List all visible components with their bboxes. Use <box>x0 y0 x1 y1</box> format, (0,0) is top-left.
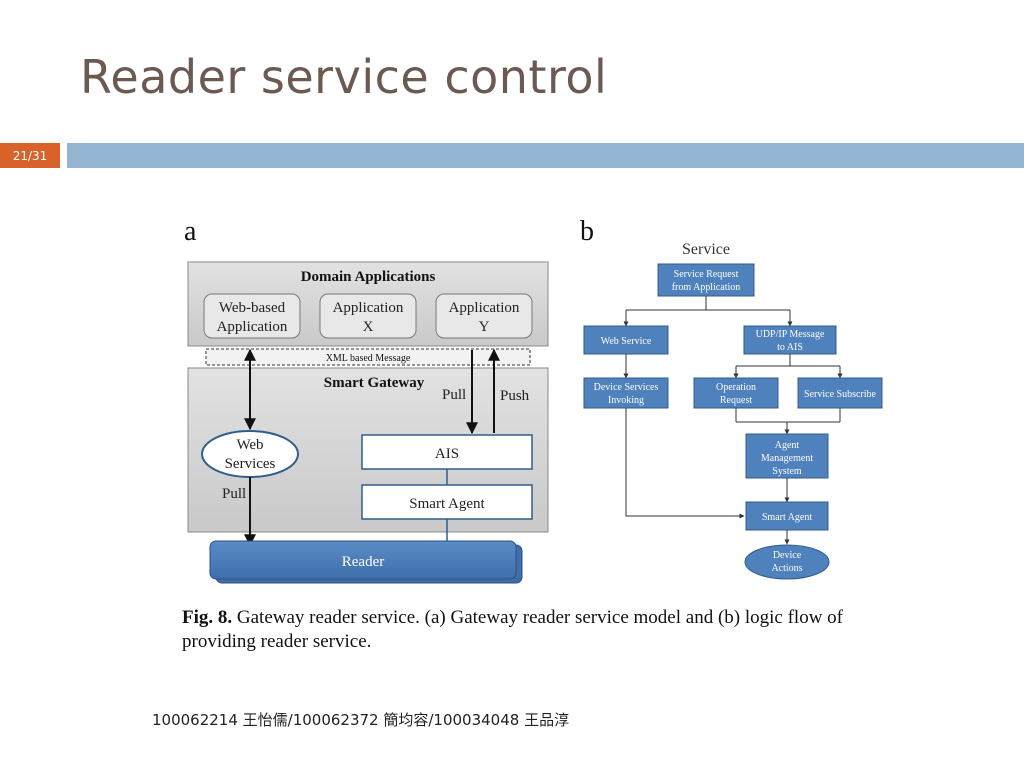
udp-message-line1: UDP/IP Message <box>756 329 825 340</box>
device-services-invoking-box <box>583 377 669 409</box>
figure-caption-text: Gateway reader service. (a) Gateway read… <box>182 607 843 652</box>
device-actions-line1: Device <box>773 550 802 561</box>
udp-message-line2: to AIS <box>777 342 803 353</box>
smart-agent-b-label: Smart Agent <box>762 512 812 523</box>
slide-footer: 100062214 王怡儒/100062372 簡均容/100034048 王品… <box>152 711 570 729</box>
application-y-line2: Y <box>479 319 490 335</box>
application-x-line1: Application <box>333 300 404 316</box>
smart-agent-b-box <box>745 501 829 531</box>
application-y-box <box>435 293 533 339</box>
web-services-line1: Web <box>236 437 263 453</box>
web-based-application-line1: Web-based <box>219 300 286 316</box>
agent-management-line3: System <box>772 466 802 477</box>
application-y-line1: Application <box>449 300 520 316</box>
web-based-application-box <box>203 293 301 339</box>
application-x-box <box>319 293 417 339</box>
ais-box <box>361 434 533 470</box>
operation-request-box <box>693 377 779 409</box>
page-indicator: 21/31 <box>0 143 60 168</box>
xml-message-label: XML based Message <box>326 353 411 364</box>
web-based-application-line2: Application <box>217 319 288 335</box>
push-label: Push <box>500 388 530 404</box>
web-service-box <box>583 325 669 355</box>
web-service-label: Web Service <box>601 336 652 347</box>
device-services-invoking-line1: Device Services <box>594 382 659 393</box>
slide-title: Reader service control <box>80 50 608 104</box>
figure-caption: Fig. 8. Gateway reader service. (a) Gate… <box>182 606 902 654</box>
operation-request-line1: Operation <box>716 382 756 393</box>
smart-agent-label: Smart Agent <box>409 496 485 512</box>
udp-message-box <box>743 325 837 355</box>
reader-label: Reader <box>342 554 384 570</box>
ais-label: AIS <box>435 446 459 462</box>
domain-applications-label: Domain Applications <box>301 269 436 285</box>
pull-top-label: Pull <box>442 387 466 403</box>
panel-b: b Service Service Request from Applicati… <box>580 216 883 580</box>
panel-a-letter: a <box>184 216 197 247</box>
device-actions-line2: Actions <box>771 563 802 574</box>
service-request-line1: Service Request <box>674 269 739 280</box>
figure-8-diagram: a Domain Applications Web-based Applicat… <box>184 216 883 584</box>
service-request-line2: from Application <box>672 282 741 293</box>
device-actions-ellipse <box>744 544 830 580</box>
device-services-invoking-line2: Invoking <box>608 395 644 406</box>
agent-management-line1: Agent <box>775 440 800 451</box>
smart-gateway-label: Smart Gateway <box>324 375 425 391</box>
service-title: Service <box>682 241 730 258</box>
service-subscribe-label: Service Subscribe <box>804 389 876 400</box>
web-services-line2: Services <box>225 456 276 472</box>
panel-b-letter: b <box>580 216 594 247</box>
title-underline-bar <box>67 143 1024 168</box>
xml-message-band <box>205 348 531 366</box>
smart-agent-box <box>361 484 533 520</box>
operation-request-line2: Request <box>720 395 752 406</box>
reader-box <box>209 540 517 580</box>
agent-management-line2: Management <box>761 453 813 464</box>
service-request-box <box>657 263 755 297</box>
device-services-to-smart-agent <box>625 408 745 519</box>
panel-a: a Domain Applications Web-based Applicat… <box>184 216 549 584</box>
application-x-line2: X <box>363 319 374 335</box>
pull-bottom-label: Pull <box>222 486 246 502</box>
figure-caption-label: Fig. 8. <box>182 607 233 628</box>
